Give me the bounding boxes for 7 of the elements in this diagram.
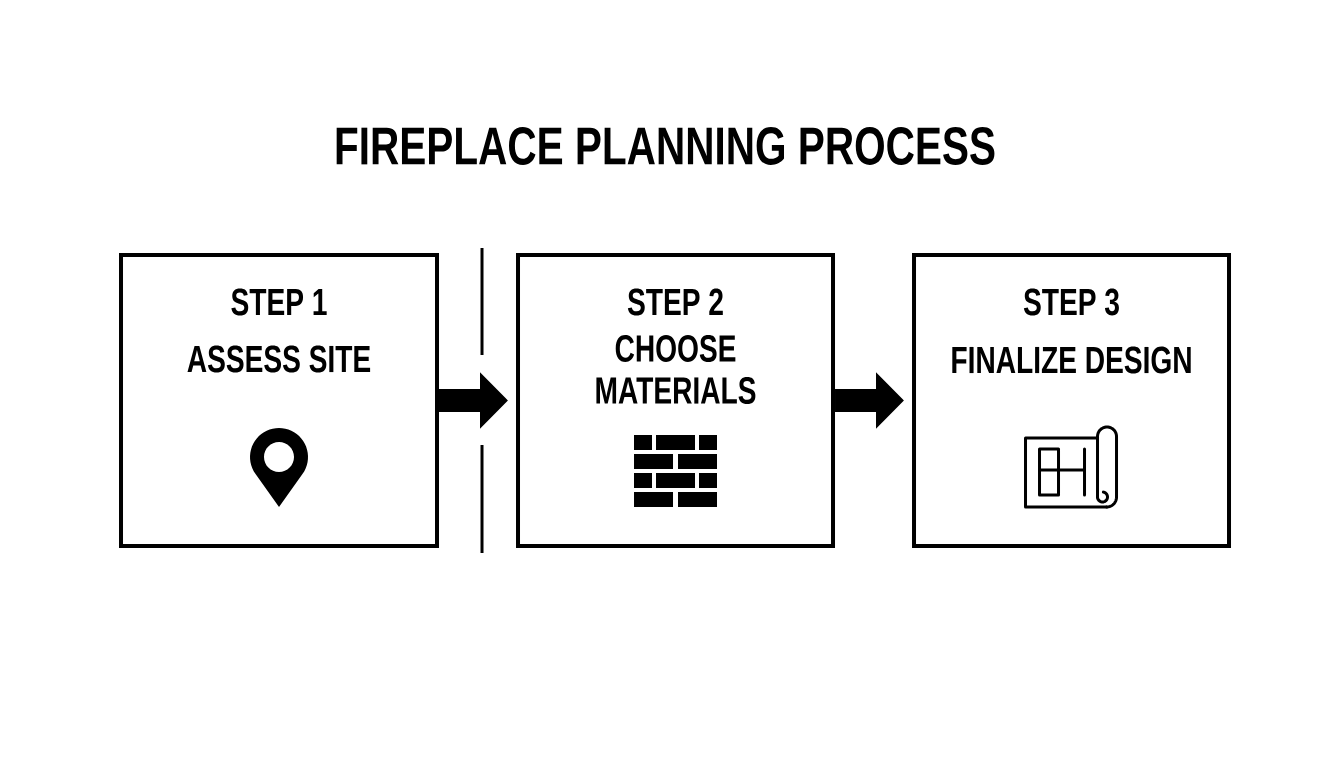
step-title: FINALIZE DESIGN (952, 346, 1191, 374)
step-label: STEP 3 (1023, 288, 1119, 316)
step-title: CHOOSE MATERIALS (596, 335, 756, 404)
step-label: STEP 2 (627, 288, 723, 316)
step-label: STEP 1 (231, 288, 327, 316)
step-title: ASSESS SITE (187, 345, 371, 373)
title: FIREPLACE PLANNING PROCESS (336, 127, 995, 165)
